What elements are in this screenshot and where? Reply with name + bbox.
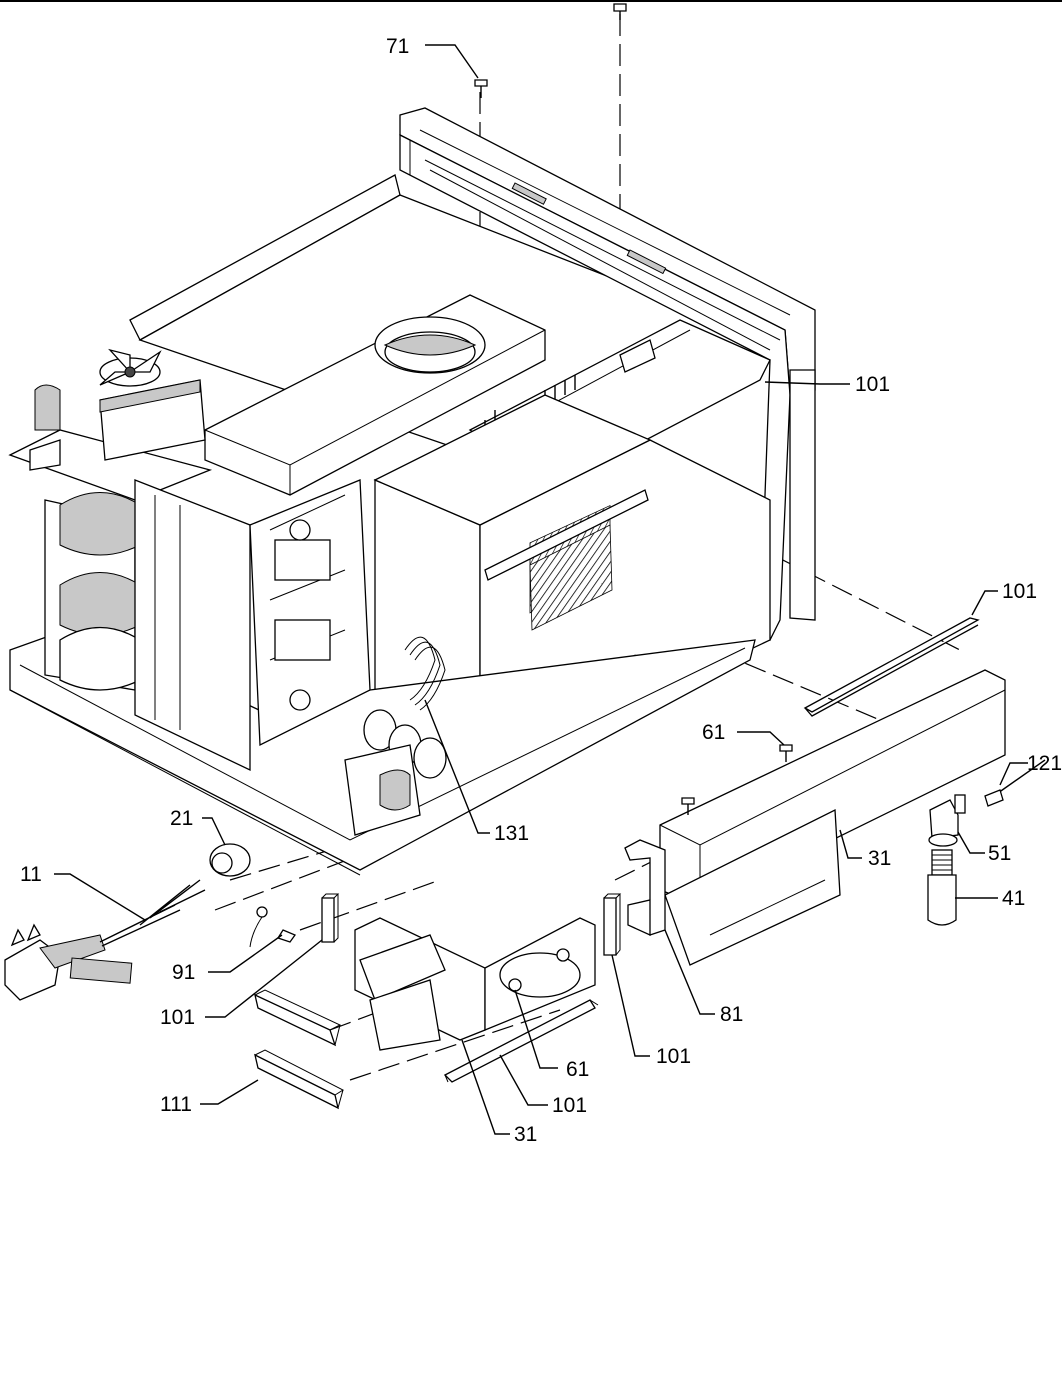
fan-motor <box>99 348 206 461</box>
mounting-rail-31-bottom <box>354 917 596 1051</box>
callout-labels: 71 101 101 61 121 21 131 31 51 11 41 91 … <box>20 35 1062 1146</box>
callout-21: 21 <box>170 807 193 830</box>
callout-61: 61 <box>566 1058 589 1081</box>
seal-strip-101-bottom <box>443 999 596 1083</box>
top-screw-center <box>613 3 627 20</box>
screw-right-rail <box>681 797 695 815</box>
callout-31: 31 <box>514 1123 537 1146</box>
callout-101: 101 <box>855 373 890 396</box>
top-screw-71 <box>474 79 488 98</box>
callout-101: 101 <box>160 1006 195 1029</box>
sensor-51 <box>928 794 966 847</box>
ferrite-core-21 <box>209 843 251 877</box>
seal-block-101-left <box>321 897 335 943</box>
seal-strip-101-right <box>803 617 980 717</box>
callout-71: 71 <box>386 35 409 58</box>
callout-101: 101 <box>552 1094 587 1117</box>
callout-61: 61 <box>702 721 725 744</box>
microwave-chassis <box>8 107 816 876</box>
ground-screw-91 <box>249 906 297 948</box>
power-cord-11 <box>4 879 206 1001</box>
leader-lines <box>54 44 1028 1135</box>
callout-131: 131 <box>494 822 529 845</box>
callout-111: 111 <box>160 1093 192 1116</box>
seal-strip-101-left <box>254 993 337 1047</box>
terminal-block <box>29 384 61 471</box>
canister-41 <box>927 849 957 926</box>
callout-91: 91 <box>172 961 195 984</box>
screw-61-right <box>779 744 793 762</box>
callout-121: 121 <box>1027 752 1062 775</box>
callout-41: 41 <box>1002 887 1025 910</box>
handle-bracket-81 <box>624 839 666 937</box>
callout-81: 81 <box>720 1003 743 1026</box>
callout-51: 51 <box>988 842 1011 865</box>
callout-101: 101 <box>1002 580 1037 603</box>
callout-31: 31 <box>868 847 891 870</box>
seal-block-101-mid <box>603 897 617 956</box>
probe-121 <box>984 759 1046 807</box>
callout-11: 11 <box>20 863 42 886</box>
callout-101: 101 <box>656 1045 691 1068</box>
